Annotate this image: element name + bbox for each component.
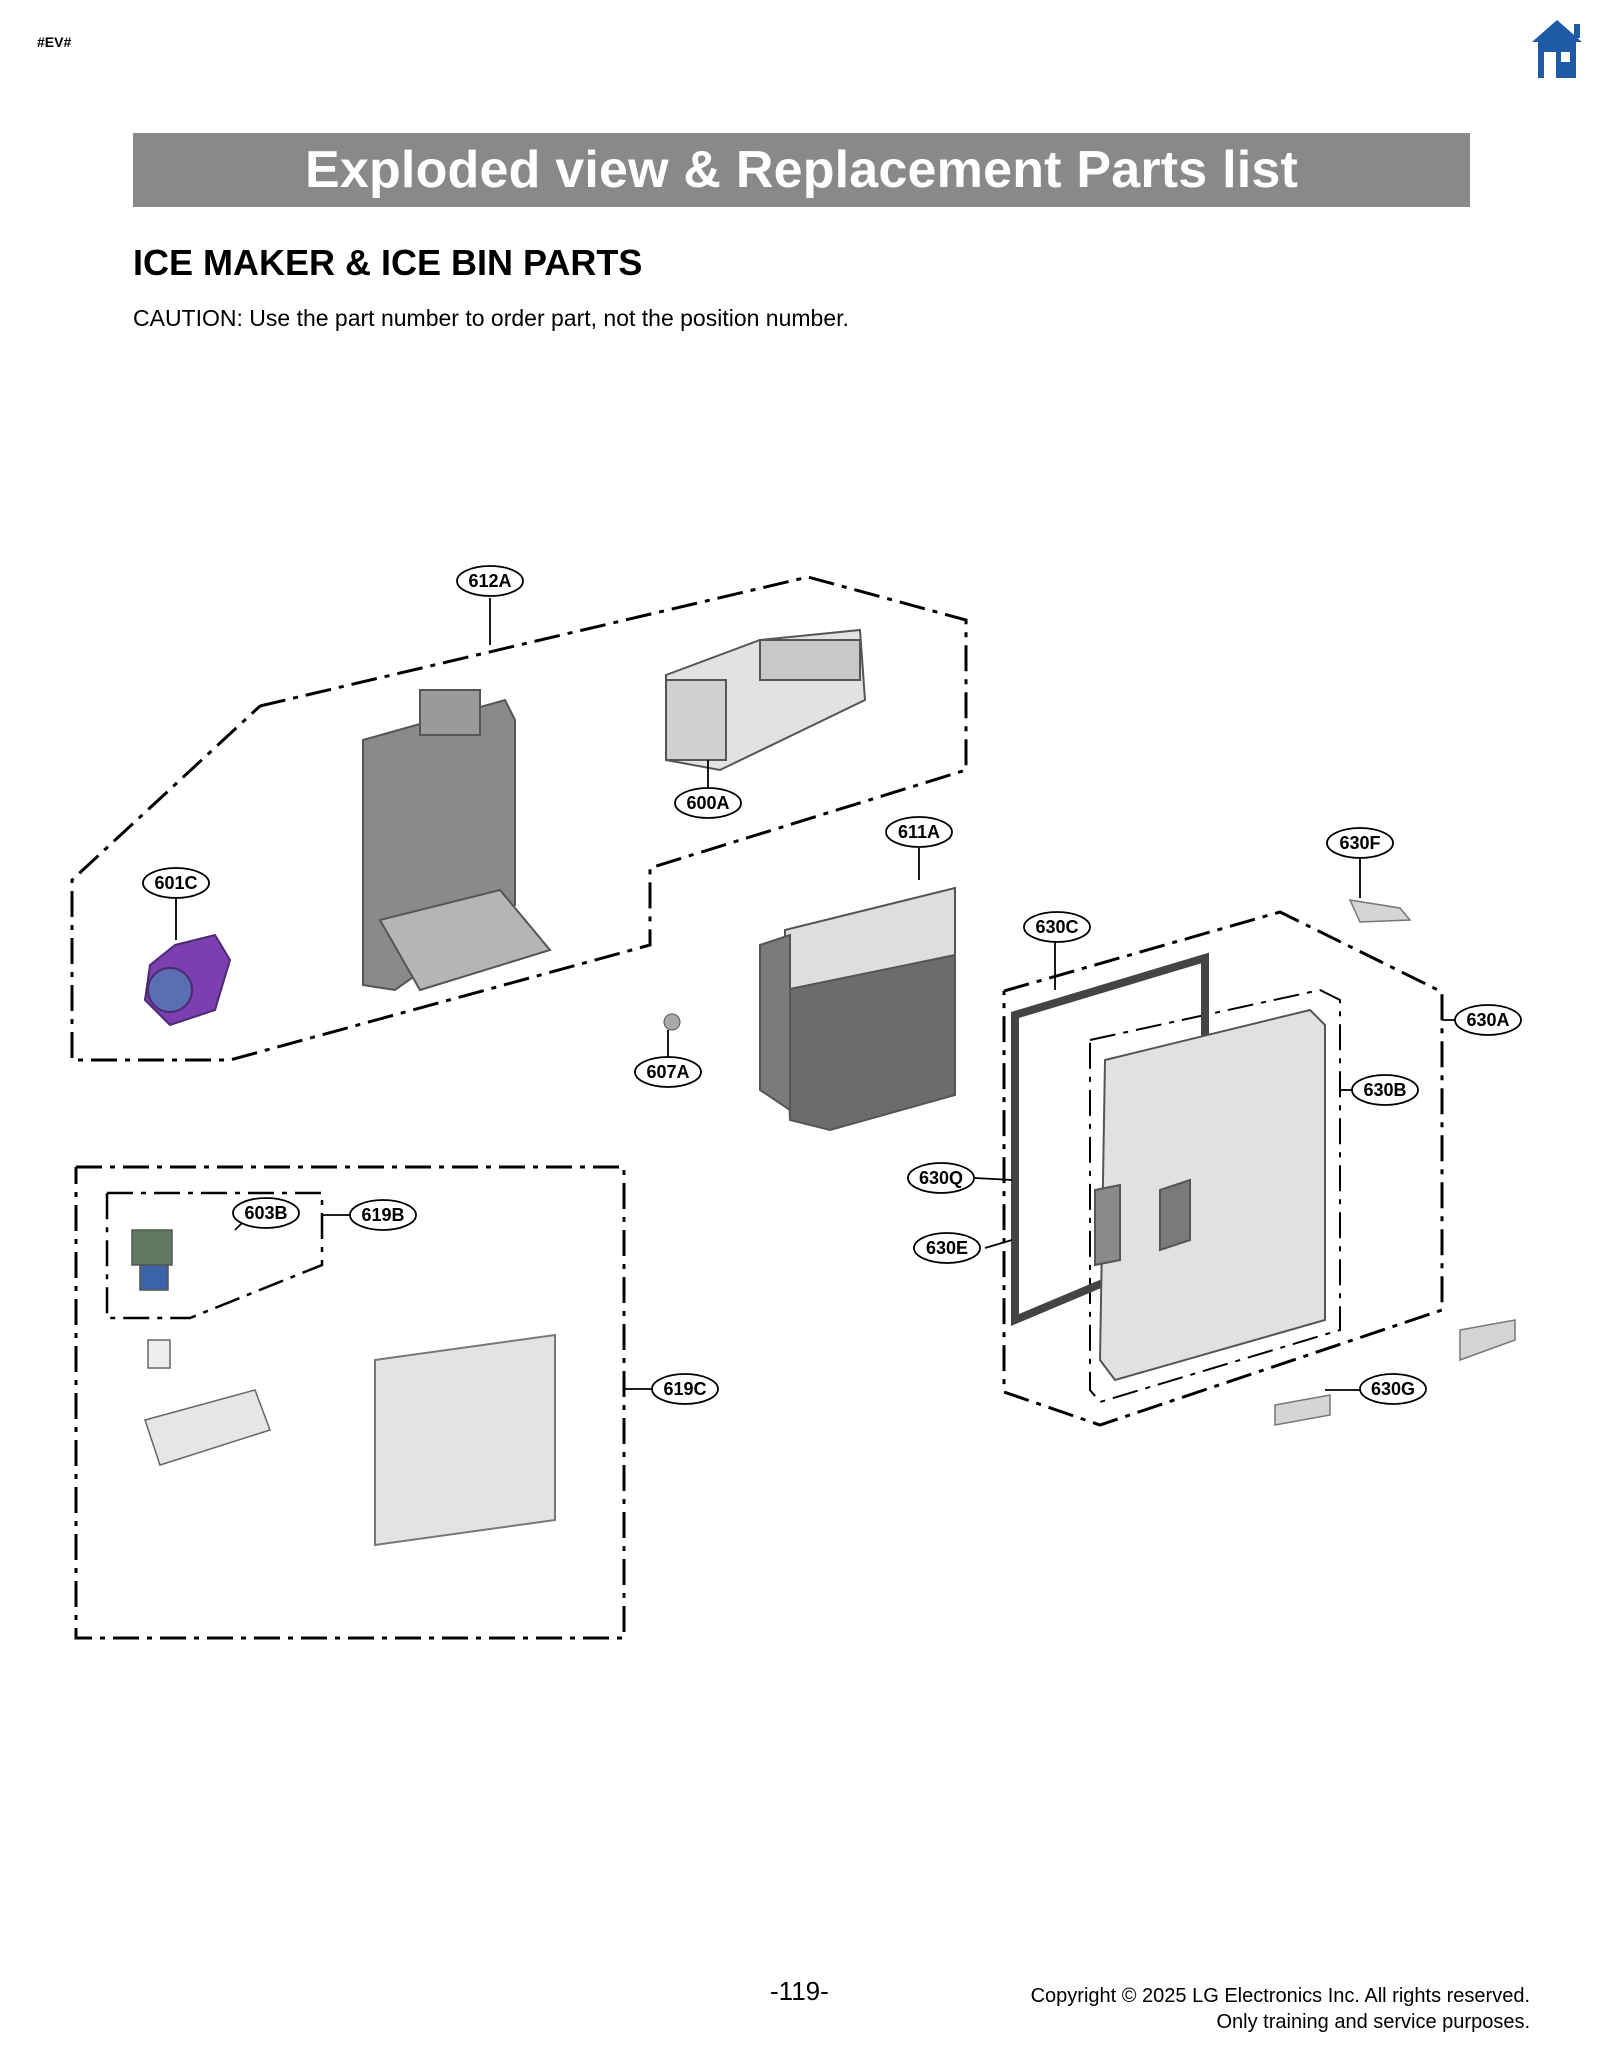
water-valve-part xyxy=(131,1229,173,1291)
callout-630G: 630G xyxy=(1359,1373,1427,1405)
callout-619B: 619B xyxy=(349,1199,417,1231)
section-title: ICE MAKER & ICE BIN PARTS xyxy=(133,242,643,283)
callout-601C: 601C xyxy=(142,867,210,899)
callout-607A-label: 607A xyxy=(646,1062,689,1082)
assembly-boundary-630B xyxy=(1089,988,1341,1404)
caution-note: CAUTION: Use the part number to order pa… xyxy=(133,305,849,331)
callout-630B-label: 630B xyxy=(1363,1080,1406,1100)
callout-630F: 630F xyxy=(1326,827,1394,859)
callout-600A: 600A xyxy=(674,787,742,819)
callout-612A-label: 612A xyxy=(468,571,511,591)
callout-630C: 630C xyxy=(1023,911,1091,943)
callout-612A: 612A xyxy=(456,565,524,597)
callout-630G-label: 630G xyxy=(1371,1379,1415,1399)
callout-611A-label: 611A xyxy=(898,822,940,842)
screw-part xyxy=(663,1013,681,1031)
callout-630Q: 630Q xyxy=(907,1162,975,1194)
copyright-line-1: Copyright © 2025 LG Electronics Inc. All… xyxy=(1030,1985,1530,2007)
callout-600A-label: 600A xyxy=(686,793,729,813)
callout-630F-label: 630F xyxy=(1339,833,1380,853)
callout-619B-label: 619B xyxy=(361,1205,404,1225)
home-icon[interactable] xyxy=(1530,18,1584,80)
bin-cover-part xyxy=(759,886,956,1132)
filter-part xyxy=(144,1339,271,1466)
banner-title: Exploded view & Replacement Parts list xyxy=(304,141,1299,199)
callout-611A: 611A xyxy=(885,816,953,848)
document-tag: #EV# xyxy=(37,34,72,50)
callout-630A: 630A xyxy=(1454,1004,1522,1036)
callout-601C-label: 601C xyxy=(154,873,197,893)
page-banner: Exploded view & Replacement Parts list xyxy=(133,133,1470,207)
callout-619C: 619C xyxy=(651,1373,719,1405)
assembly-boundary-612A xyxy=(70,575,968,1062)
callout-630Q-label: 630Q xyxy=(919,1168,963,1188)
callout-630E-label: 630E xyxy=(926,1238,968,1258)
door-part xyxy=(1094,1008,1326,1382)
callout-630B: 630B xyxy=(1351,1074,1419,1106)
hinge-part xyxy=(1274,899,1516,1426)
motor-part xyxy=(143,933,232,1027)
callout-619C-label: 619C xyxy=(663,1379,706,1399)
ice-maker-part xyxy=(665,628,867,772)
page-number: -119- xyxy=(770,1976,829,2006)
callout-630E: 630E xyxy=(913,1232,981,1264)
callout-603B-label: 603B xyxy=(244,1203,287,1223)
assembly-boundary-619C xyxy=(74,1165,626,1640)
copyright-line-2: Only training and service purposes. xyxy=(1216,2011,1531,2033)
copyright-notice: Copyright © 2025 LG Electronics Inc. All… xyxy=(1031,1983,1530,2035)
bracket-part xyxy=(362,689,552,992)
filter-cover-part xyxy=(374,1333,556,1547)
callout-603B: 603B xyxy=(232,1197,300,1229)
callout-607A: 607A xyxy=(634,1056,702,1088)
callout-630C-label: 630C xyxy=(1035,917,1078,937)
assembly-boundary-630A xyxy=(1002,910,1444,1427)
assembly-boundary-619B xyxy=(105,1191,324,1320)
callout-630A-label: 630A xyxy=(1466,1010,1509,1030)
